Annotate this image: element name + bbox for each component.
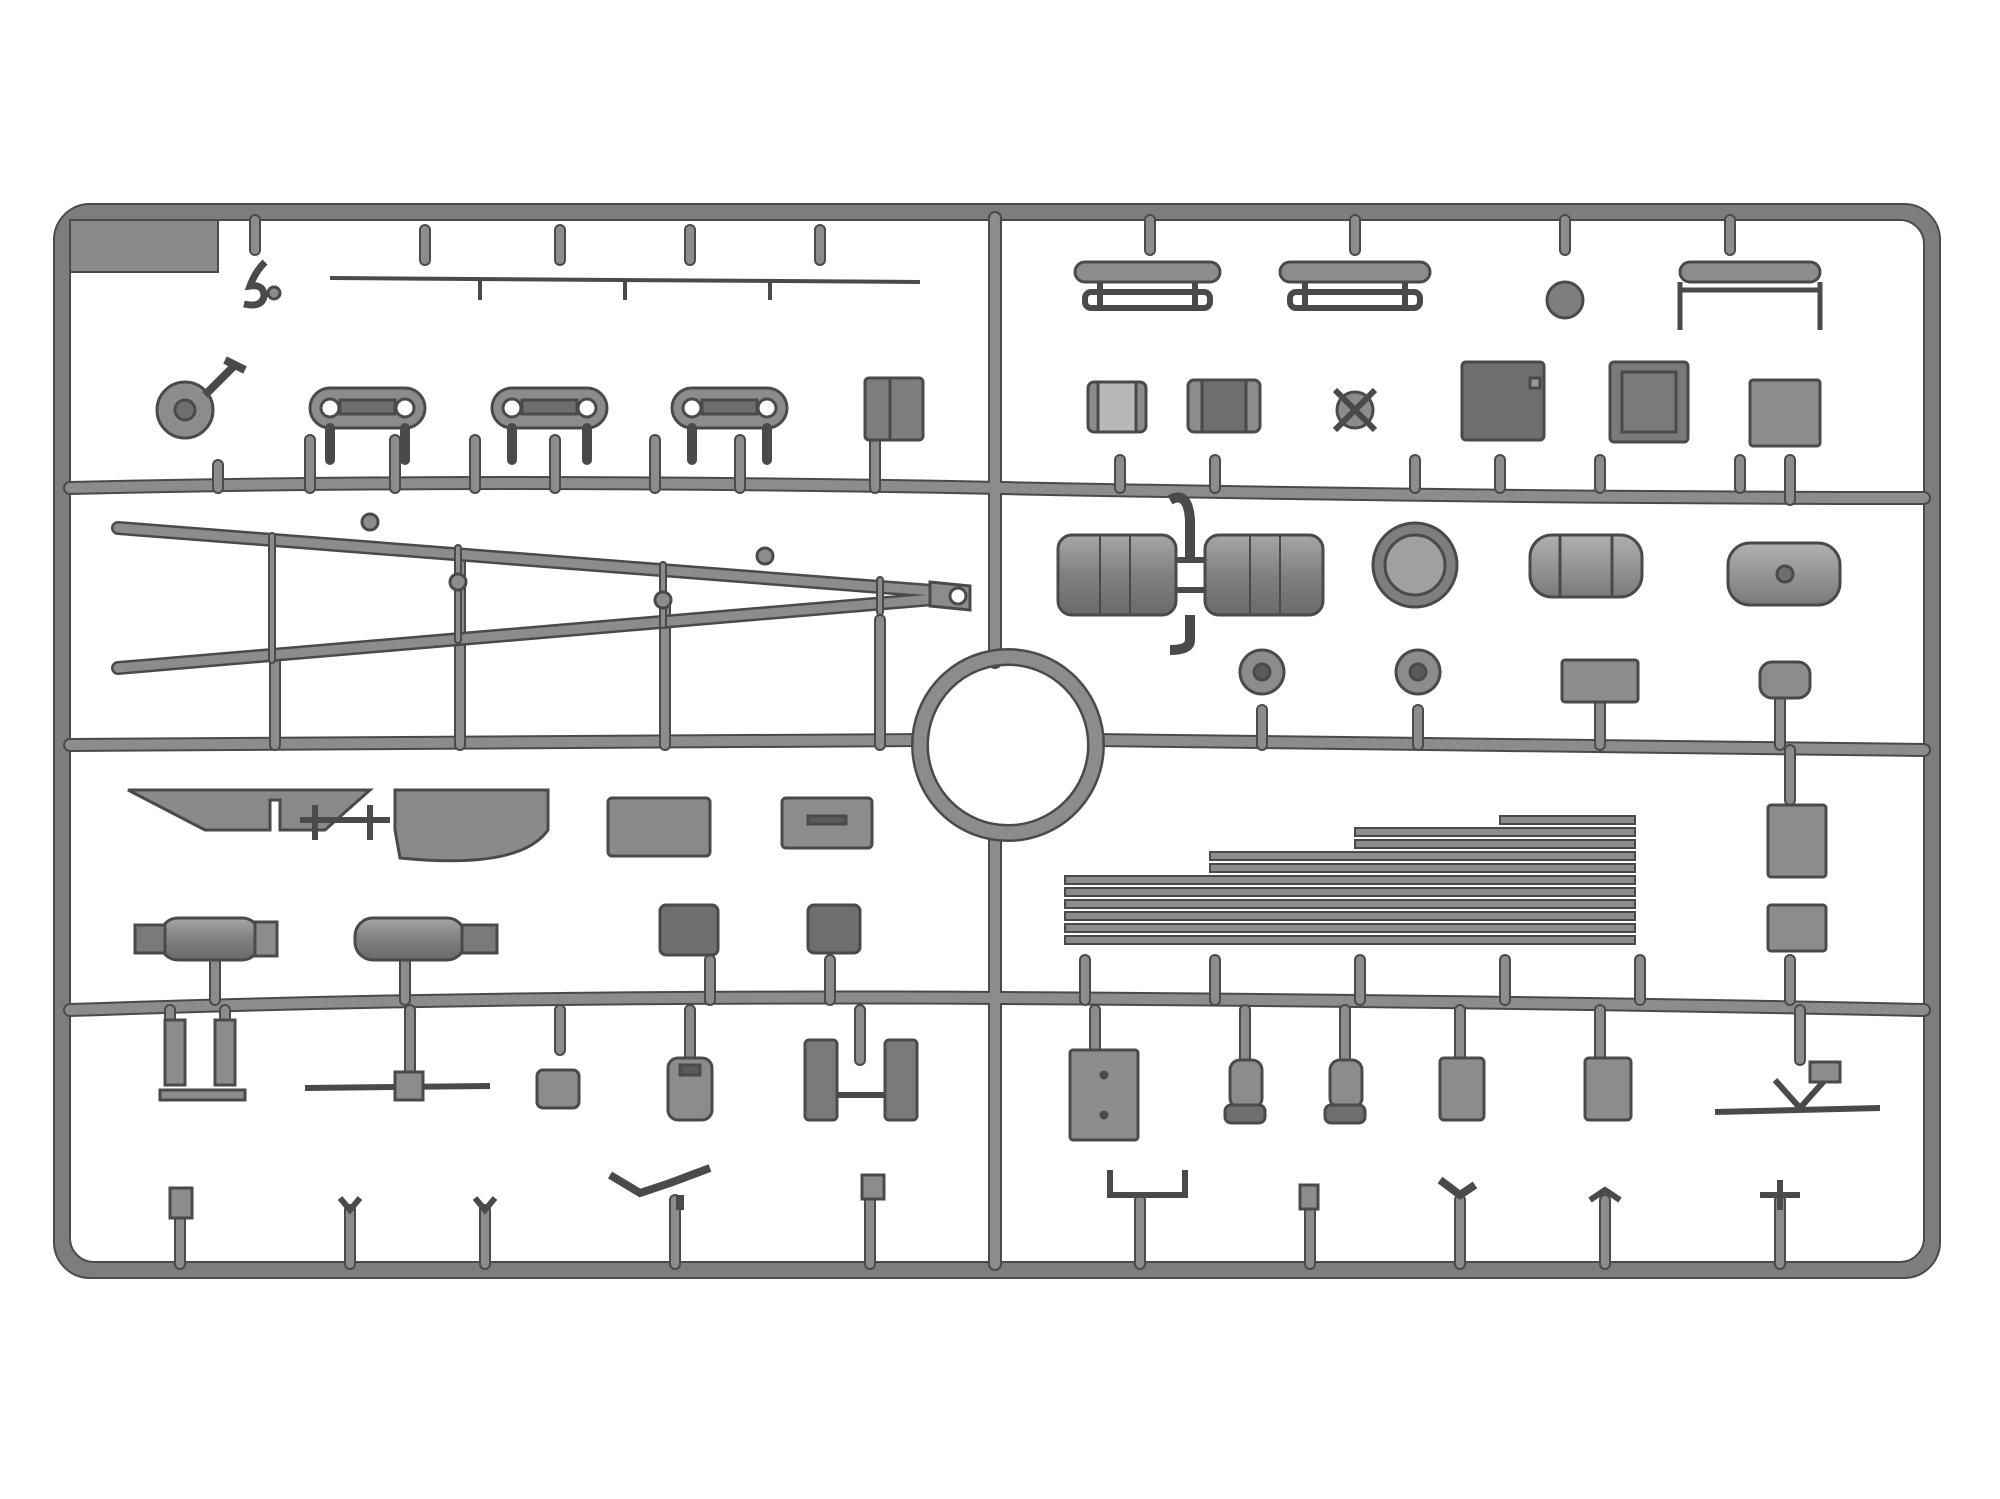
fender-part: [127, 788, 550, 863]
small-fitting-part: [168, 1164, 1800, 1220]
fuel-tank-part: [1528, 533, 1644, 599]
door-plate-part: [1068, 1048, 1140, 1142]
plate-part: [1560, 658, 1640, 704]
toolbox-part: [606, 796, 712, 858]
hand-crank-part: [155, 356, 247, 440]
small-wheel-part: [1238, 648, 1286, 696]
barrel-pair-part: [1056, 492, 1325, 655]
small-box-part: [535, 1068, 581, 1110]
axle-rod-part: [304, 1070, 491, 1102]
batten-slats-part: [1064, 815, 1636, 945]
jack-part: [158, 1018, 247, 1102]
drawbar-eye-part: [360, 512, 972, 612]
box-part: [1766, 803, 1828, 879]
muffler-part: [353, 916, 499, 962]
drum-part: [1086, 380, 1148, 434]
small-wheel-part: [1394, 648, 1442, 696]
muffler-part: [133, 916, 279, 962]
toolbox-part: [780, 796, 874, 850]
cup-part: [806, 903, 862, 955]
handrail-part: [1677, 260, 1823, 330]
handrail-part: [1073, 260, 1222, 311]
drawbar-frame-part: [111, 521, 952, 675]
bracket-block-part: [863, 376, 925, 442]
belt-link-part: [670, 386, 789, 465]
crate-part: [1748, 378, 1822, 448]
crate-part: [1608, 360, 1690, 444]
seat-part: [1223, 1058, 1267, 1125]
bracket-block-part: [1583, 1056, 1633, 1122]
cup-part: [658, 903, 720, 957]
tow-hook-part: [243, 259, 282, 309]
pedal-pair-part: [803, 1038, 919, 1122]
belt-link-part: [308, 386, 427, 465]
handrail-part: [1278, 260, 1432, 311]
sprue-label-plate: [69, 219, 219, 273]
belt-link-part: [490, 386, 609, 465]
box-part: [1766, 903, 1828, 953]
bracket-block-part: [1438, 1056, 1486, 1122]
round-light-part: [1545, 280, 1585, 320]
winch-part: [1714, 1060, 1881, 1115]
cylinder-cap-part: [1758, 660, 1812, 700]
wheel-disc-part: [1371, 521, 1459, 609]
seat-part: [1323, 1058, 1367, 1125]
canister-part: [666, 1056, 714, 1122]
valve-part: [1332, 387, 1378, 433]
fuel-tank-part: [1726, 541, 1842, 607]
thin-rod-part: [329, 276, 921, 300]
drum-part: [1186, 378, 1262, 434]
crate-part: [1460, 360, 1546, 442]
